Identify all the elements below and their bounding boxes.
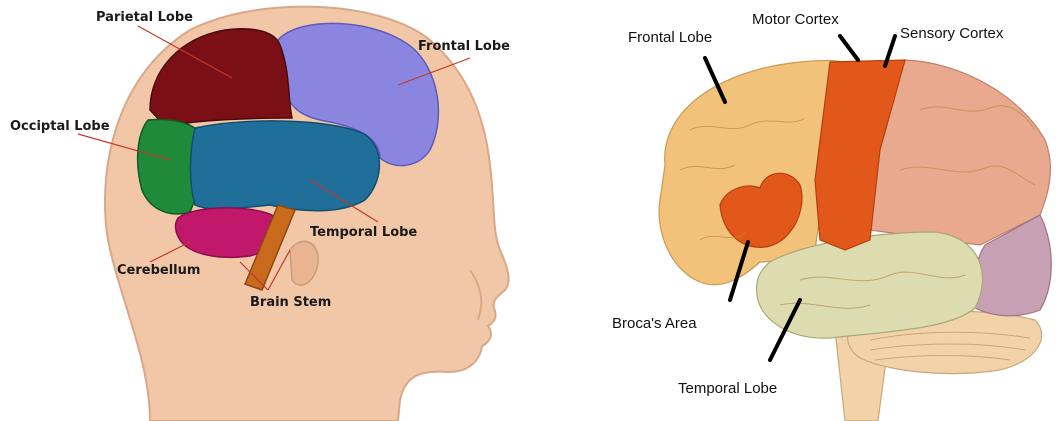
right-brain-diagram: Frontal Lobe Motor Cortex Sensory Cortex… <box>612 11 1051 421</box>
leader-motor <box>840 36 858 60</box>
left-temporal-lobe <box>190 121 379 211</box>
label-brain-stem: Brain Stem <box>250 295 331 310</box>
label-motor-cortex: Motor Cortex <box>752 11 839 28</box>
label-temporal-lobe-right: Temporal Lobe <box>678 380 777 397</box>
label-frontal-lobe-right: Frontal Lobe <box>628 29 712 46</box>
label-frontal-lobe-left: Frontal Lobe <box>418 39 510 54</box>
label-occipital-lobe: Occiptal Lobe <box>10 119 110 134</box>
label-cerebellum: Cerebellum <box>117 263 200 278</box>
left-head-diagram: Parietal Lobe Frontal Lobe Occiptal Lobe… <box>10 7 510 421</box>
label-brocas-area: Broca's Area <box>612 315 697 332</box>
label-sensory-cortex: Sensory Cortex <box>900 25 1004 42</box>
label-temporal-lobe-left: Temporal Lobe <box>310 225 417 240</box>
label-parietal-lobe: Parietal Lobe <box>96 10 193 25</box>
